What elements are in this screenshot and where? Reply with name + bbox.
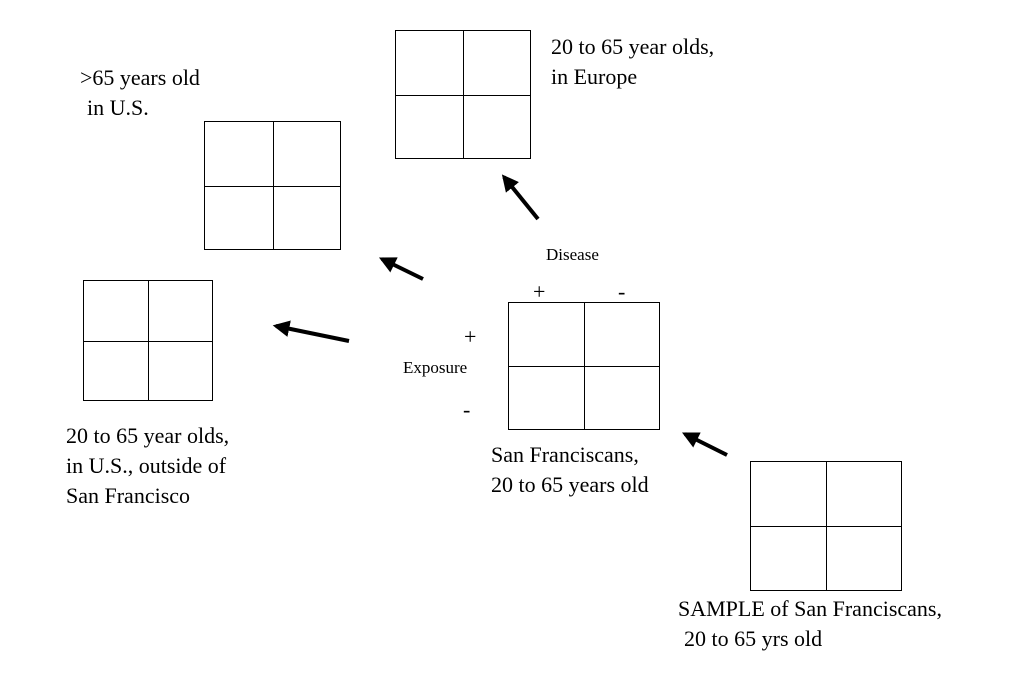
label-europe-line2: in Europe (551, 64, 638, 89)
arrow-sf-to-europe (501, 174, 540, 221)
exposure-minus-sign: - (463, 397, 471, 422)
label-sample-line2: 20 to 65 yrs old (684, 626, 823, 651)
grid-line-vertical (272, 122, 274, 249)
table-europe (395, 30, 531, 159)
label-us-outside-sf-line2: in U.S., outside of (66, 453, 227, 478)
label-europe: 20 to 65 year olds, in Europe (551, 32, 714, 92)
label-us-over65: >65 years old in U.S. (80, 63, 200, 123)
exposure-axis-label: Exposure (403, 358, 468, 377)
grid-line-vertical (584, 303, 585, 429)
table-sf (508, 302, 660, 430)
exposure-plus-sign: + (464, 324, 477, 349)
arrow-sf-to-us-outside-sf (272, 320, 350, 343)
disease-axis-label: Disease (546, 245, 599, 264)
label-us-outside-sf: 20 to 65 year olds, in U.S., outside of … (66, 421, 229, 511)
label-us-outside-sf-line3: San Francisco (66, 483, 191, 508)
grid-line-vertical (463, 31, 464, 158)
label-us-over65-line1: >65 years old (80, 65, 200, 90)
arrow-sf-to-us-over65 (378, 257, 424, 281)
label-sf-line1: San Franciscans, (491, 442, 639, 467)
disease-minus-sign: - (618, 279, 626, 304)
label-sf-line2: 20 to 65 years old (491, 472, 649, 497)
table-us-over65 (204, 121, 341, 250)
label-sf: San Franciscans, 20 to 65 years old (491, 440, 649, 500)
arrow-sample-to-sf (681, 432, 728, 457)
label-sample: SAMPLE of San Franciscans, 20 to 65 yrs … (678, 594, 942, 654)
table-us-outside-sf (83, 280, 213, 401)
grid-line-vertical (148, 281, 149, 400)
disease-plus-sign: + (533, 279, 546, 304)
label-us-over65-line2: in U.S. (87, 95, 149, 120)
label-sample-line1: SAMPLE of San Franciscans, (678, 596, 942, 621)
label-europe-line1: 20 to 65 year olds, (551, 34, 715, 59)
grid-line-vertical (826, 462, 827, 590)
table-sample (750, 461, 902, 591)
label-us-outside-sf-line1: 20 to 65 year olds, (66, 423, 230, 448)
